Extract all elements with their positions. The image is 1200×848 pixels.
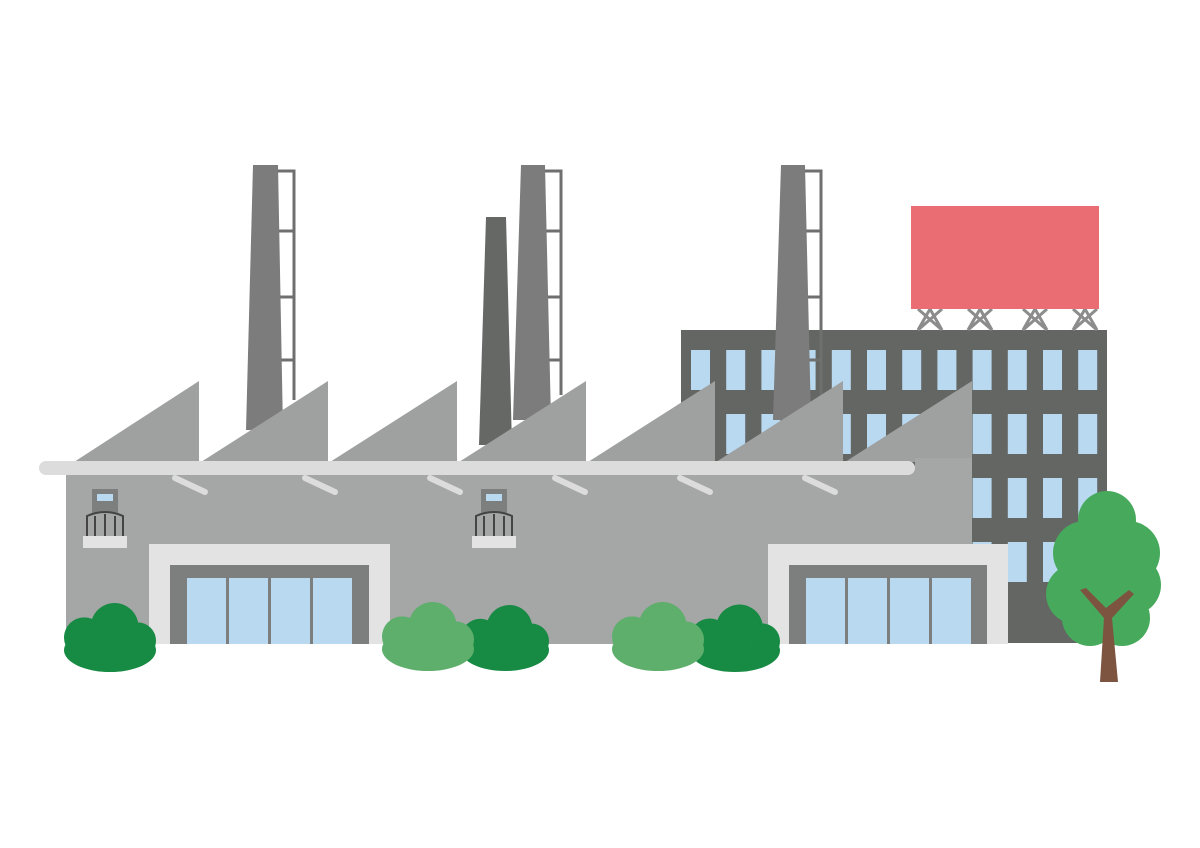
roof-tooth (459, 381, 586, 462)
door-glass (187, 578, 352, 644)
office-window (1078, 414, 1098, 454)
gutter-brackets (172, 475, 838, 495)
ladder (805, 169, 823, 395)
gutter-bracket (302, 475, 338, 495)
gutter-bracket (172, 475, 208, 495)
gutter-bracket (677, 475, 713, 495)
smokestack-1 (246, 165, 296, 430)
office-window (1043, 478, 1062, 518)
glass-panel (848, 578, 887, 644)
office-window (1007, 478, 1027, 518)
glass-panel (806, 578, 845, 644)
smokestack (479, 217, 512, 445)
office-window (972, 414, 992, 454)
gutter-bracket (802, 475, 838, 495)
glass-panel (187, 578, 226, 644)
office-window (831, 350, 851, 390)
billboard-panel (911, 206, 1099, 309)
glass-panel (271, 578, 310, 644)
tree-trunk (1080, 588, 1134, 682)
roof-tooth (716, 381, 843, 462)
roof-tooth (201, 381, 328, 462)
office-window (1007, 542, 1027, 582)
wall-window-1 (83, 489, 127, 548)
office-window (1007, 414, 1027, 454)
office-window (726, 350, 746, 390)
ladder (545, 169, 563, 395)
shrub (382, 602, 474, 671)
door-glass (806, 578, 971, 644)
office-window (1043, 414, 1062, 454)
ladder (278, 169, 296, 400)
office-window (937, 350, 957, 390)
smokestack-4 (773, 165, 823, 420)
billboard (911, 206, 1099, 332)
smokestack (513, 165, 551, 420)
gutter-bracket (552, 475, 588, 495)
right-wall-extension (915, 458, 972, 470)
office-window (691, 350, 710, 390)
balcony-railing (86, 511, 124, 536)
roof-tooth (588, 381, 715, 462)
loading-door-1 (149, 544, 390, 644)
smokestack (246, 165, 283, 430)
shrub (64, 603, 156, 672)
roof-tooth (845, 381, 972, 462)
tree (1046, 491, 1161, 682)
gutter-bracket (427, 475, 463, 495)
office-window (972, 350, 992, 390)
roof-tooth (74, 381, 199, 462)
glass-panel (229, 578, 268, 644)
glass-panel (890, 578, 929, 644)
office-window (1078, 350, 1098, 390)
balcony (83, 536, 127, 548)
smokestack-2 (479, 217, 512, 445)
balcony (472, 536, 516, 548)
office-window (1043, 350, 1062, 390)
shrub (612, 602, 704, 671)
smokestack-3 (513, 165, 563, 420)
loading-door-2 (768, 544, 1008, 644)
balcony-railing (475, 511, 513, 536)
shrub (690, 604, 780, 673)
office-window (972, 478, 992, 518)
sawtooth-roof (74, 381, 972, 462)
office-window (902, 350, 922, 390)
glass-panel (932, 578, 971, 644)
office-window (726, 414, 746, 454)
office-window (1007, 350, 1027, 390)
wall-window-2 (472, 489, 516, 548)
factory-building (39, 381, 1008, 644)
office-window (867, 350, 886, 390)
glass-panel (313, 578, 352, 644)
roof-tooth (330, 381, 457, 462)
smokestack (773, 165, 811, 420)
shrubs (64, 602, 780, 673)
